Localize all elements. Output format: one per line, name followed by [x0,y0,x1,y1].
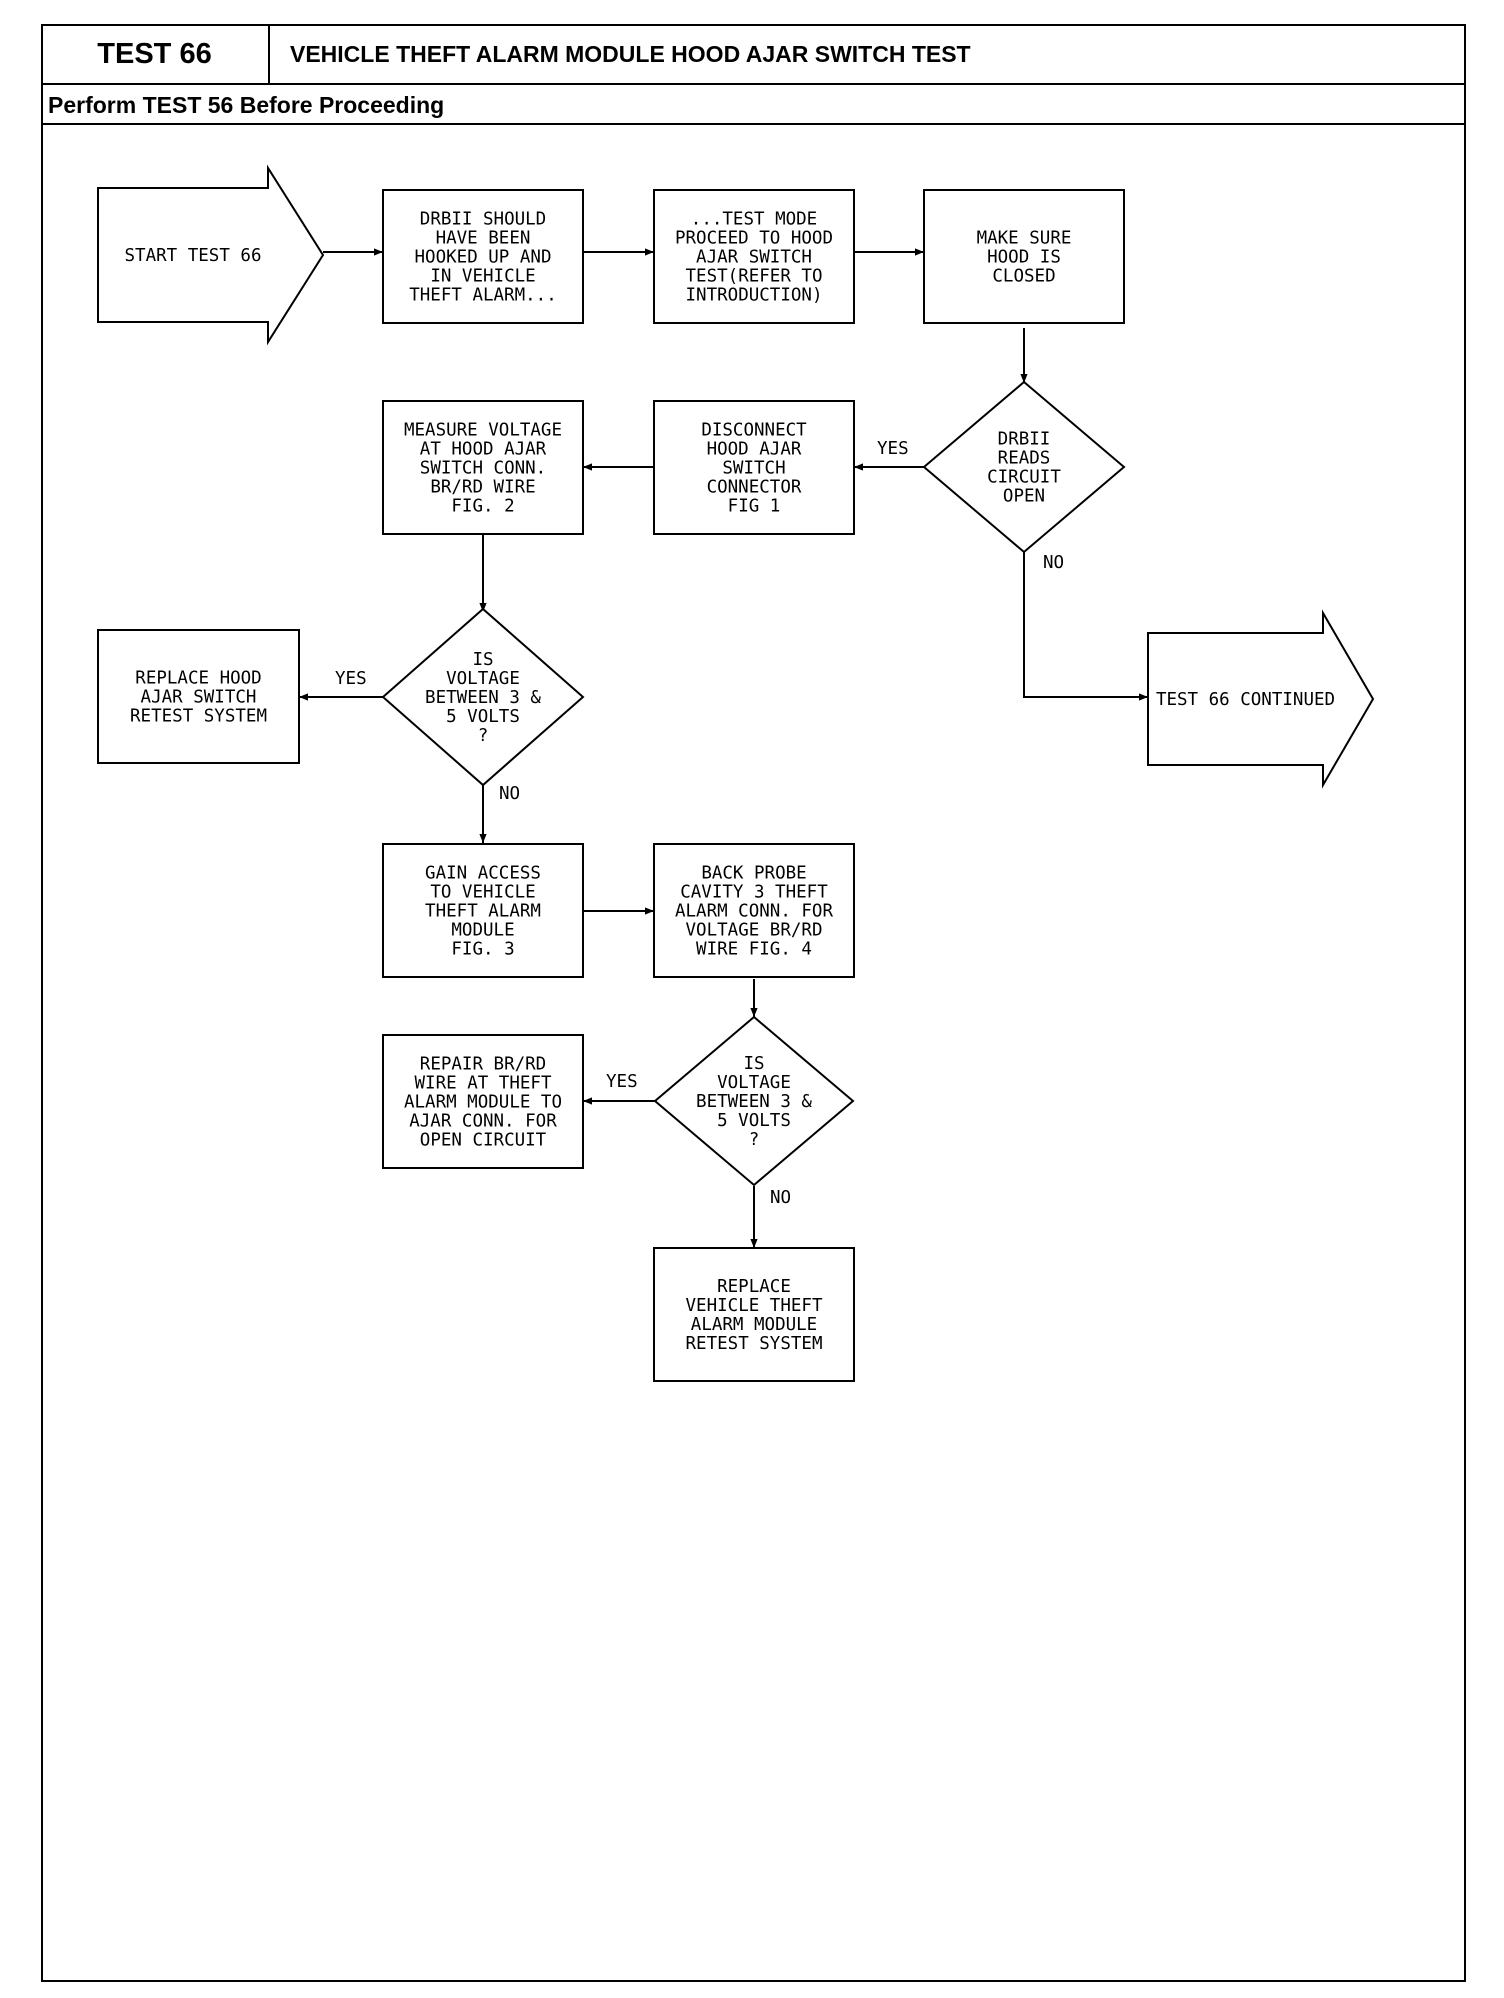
decision-drbii-reads-open-line: CIRCUIT [987,468,1061,488]
decision-voltage-check-2-line: ? [749,1130,760,1150]
decision-voltage-check-1-line: BETWEEN 3 & [425,688,541,708]
step-gain-access-line: FIG. 3 [451,940,514,960]
decision-drbii-reads-open-line: READS [998,449,1051,469]
step-disconnect-connector-line: DISCONNECT [701,421,807,441]
step-hood-closed-line: CLOSED [992,267,1055,287]
step-drbii-hookup-line: DRBII SHOULD [420,210,546,230]
step-replace-theft-alarm-module-line: VEHICLE THEFT [686,1296,823,1316]
test-title: VEHICLE THEFT ALARM MODULE HOOD AJAR SWI… [290,41,971,67]
step-measure-voltage-line: AT HOOD AJAR [420,440,547,460]
step-measure-voltage-line: SWITCH CONN. [420,459,546,479]
step-test-mode-line: INTRODUCTION) [686,286,823,306]
page-frame [41,24,1466,1982]
step-repair-wire-line: AJAR CONN. FOR [409,1112,557,1132]
step-measure-voltage-line: FIG. 2 [451,497,514,517]
step-measure-voltage-line: MEASURE VOLTAGE [404,421,562,441]
step-gain-access-line: MODULE [451,921,514,941]
step-repair-wire-line: WIRE AT THEFT [415,1074,552,1094]
header-bar [41,24,1466,85]
step-gain-access-line: TO VEHICLE [430,883,535,903]
step-drbii-hookup-line: HAVE BEEN [436,229,531,249]
decision-drbii-reads-open-line: OPEN [1003,487,1045,507]
step-replace-hood-ajar-switch-line: AJAR SWITCH [141,688,257,708]
flow-nodes: START TEST 66 TEST 66 CONTINUED DRBII SHOU… [97,164,1375,1382]
decision-voltage-check-1-line: ? [478,726,489,746]
prerequisite-bar [41,85,1466,125]
branch-label-yes: YES [877,439,909,459]
step-back-probe-line: VOLTAGE BR/RD [686,921,823,941]
branch-label-no: NO [1043,553,1064,573]
connector-decision-to-continued [1023,552,1148,701]
step-test-mode-line: PROCEED TO HOOD [675,229,833,249]
step-drbii-hookup-line: THEFT ALARM... [409,286,557,306]
start-arrow: START TEST 66 [97,164,325,346]
step-back-probe-line: ALARM CONN. FOR [675,902,834,922]
step-replace-hood-ajar-switch-line: REPLACE HOOD [135,669,261,689]
step-disconnect-connector-line: CONNECTOR [707,478,802,498]
step-back-probe-line: BACK PROBE [701,864,806,884]
step-replace-theft-alarm-module-line: ALARM MODULE [691,1315,817,1335]
step-disconnect-connector-line: HOOD AJAR [707,440,802,460]
step-replace-hood-ajar-switch-line: RETEST SYSTEM [130,707,267,727]
step-repair-wire-line: REPAIR BR/RD [420,1055,546,1075]
branch-label-no: NO [770,1188,791,1208]
continued-arrow: TEST 66 CONTINUED [1147,609,1375,789]
decision-voltage-check-2-line: BETWEEN 3 & [696,1092,812,1112]
step-gain-access-line: THEFT ALARM [425,902,541,922]
step-replace-theft-alarm-module-line: REPLACE [717,1277,791,1297]
step-gain-access-line: GAIN ACCESS [425,864,541,884]
step-repair-wire-line: OPEN CIRCUIT [420,1131,547,1151]
header-divider [268,24,270,85]
decision-voltage-check-1-line: IS [472,650,493,670]
step-back-probe-line: CAVITY 3 THEFT [680,883,828,903]
decision-voltage-check-1-line: VOLTAGE [446,669,520,689]
step-repair-wire-line: ALARM MODULE TO [404,1093,562,1113]
step-hood-closed-line: HOOD IS [987,248,1061,268]
branch-label-yes: YES [335,669,367,689]
step-drbii-hookup-line: IN VEHICLE [430,267,535,287]
decision-voltage-check-1-line: 5 VOLTS [446,707,520,727]
test-number: TEST 66 [97,38,212,70]
flow-connectors [299,248,1148,1248]
decision-drbii-reads-open-line: DRBII [998,430,1051,450]
step-replace-theft-alarm-module-line: RETEST SYSTEM [686,1334,823,1354]
step-measure-voltage-line: BR/RD WIRE [430,478,535,498]
decision-voltage-check-2-line: 5 VOLTS [717,1111,791,1131]
continued-arrow-label: TEST 66 CONTINUED [1156,690,1335,710]
step-test-mode-line: AJAR SWITCH [696,248,812,268]
start-arrow-label: START TEST 66 [125,246,262,266]
branch-labels: YES NO YES NO YES NO [335,439,1064,1208]
branch-label-no: NO [499,784,520,804]
step-test-mode-line: TEST(REFER TO [686,267,823,287]
prerequisite-note: Perform TEST 56 Before Proceeding [48,91,445,118]
step-disconnect-connector-line: SWITCH [722,459,785,479]
step-test-mode-line: ...TEST MODE [691,210,817,230]
step-hood-closed-line: MAKE SURE [977,229,1072,249]
decision-voltage-check-2-line: VOLTAGE [717,1073,791,1093]
step-back-probe-line: WIRE FIG. 4 [696,940,812,960]
step-disconnect-connector-line: FIG 1 [728,497,781,517]
branch-label-yes: YES [606,1072,638,1092]
step-drbii-hookup-line: HOOKED UP AND [415,248,552,268]
decision-voltage-check-2-line: IS [743,1054,764,1074]
